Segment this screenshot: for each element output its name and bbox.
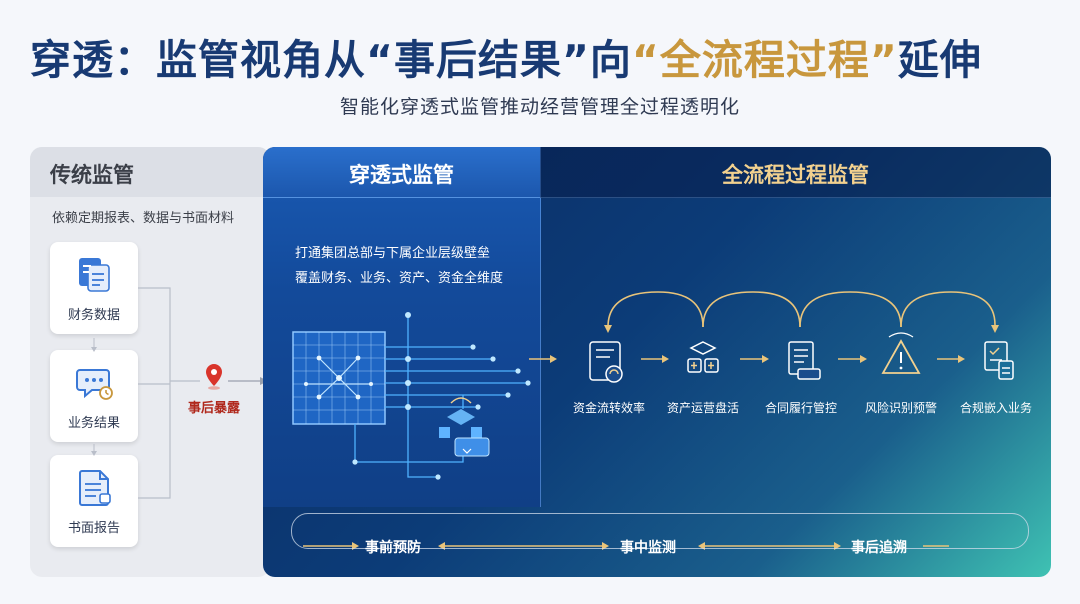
card-business-result: 业务结果 — [50, 350, 138, 442]
asset-cube-icon — [687, 341, 719, 373]
penetrating-desc-1: 打通集团总部与下属企业层级壁垒 — [295, 246, 491, 261]
penetrating-desc-2: 覆盖财务、业务、资产、资金全维度 — [295, 271, 504, 286]
timeline-stage-during: 事中监测 — [620, 540, 676, 556]
process-loop-arcs — [607, 291, 996, 328]
traditional-panel: 传统监管 依赖定期报表、数据与书面材料 财务数据 业务结果 — [30, 147, 270, 577]
report-doc-icon — [79, 470, 111, 506]
warning-icon — [881, 332, 921, 374]
contract-icon — [788, 341, 821, 380]
title-part1: 穿透：监管视角从“事后结果”向 — [30, 36, 632, 84]
location-pin-icon — [206, 364, 222, 390]
title-part3: 延伸 — [897, 36, 982, 84]
timeline-bar — [291, 513, 1029, 549]
full-process-header: 全流程过程监管 — [540, 147, 1051, 198]
timeline-stage-before: 事前预防 — [365, 540, 421, 556]
compliance-icon — [984, 341, 1014, 380]
card-financial-data-label: 财务数据 — [67, 308, 120, 323]
timeline-stage-after: 事后追溯 — [851, 540, 907, 556]
step-label-compliance: 合规嵌入业务 — [959, 401, 1032, 415]
connector-bracket — [138, 287, 171, 499]
card-business-result-label: 业务结果 — [67, 416, 120, 431]
penetrating-section: 穿透式监管 打通集团总部与下属企业层级壁垒 覆盖财务、业务、资产、资金全维度 — [263, 147, 541, 507]
card-link-2-arrow — [91, 451, 97, 456]
penetrating-title: 穿透式监管 — [349, 163, 454, 187]
step-label-fund-flow: 资金流转效率 — [572, 401, 645, 415]
page-subtitle: 智能化穿透式监管推动经营管理全过程透明化 — [339, 96, 740, 118]
network-grid-illustration — [292, 312, 531, 480]
full-process-title: 全流程过程监管 — [722, 163, 869, 187]
process-step-arrowheads — [550, 355, 965, 363]
step-label-risk: 风险识别预警 — [864, 401, 937, 415]
traditional-title: 传统监管 — [50, 163, 134, 187]
traditional-header — [30, 147, 270, 197]
main-panel: 穿透式监管 打通集团总部与下属企业层级壁垒 覆盖财务、业务、资产、资金全维度 — [263, 147, 1051, 577]
card-written-report: 书面报告 — [50, 455, 138, 547]
title-highlight: “全流程过程” — [631, 36, 898, 84]
card-written-report-label: 书面报告 — [67, 521, 120, 536]
financial-doc-icon — [79, 258, 110, 292]
traditional-description: 依赖定期报表、数据与书面材料 — [52, 211, 235, 226]
step-label-asset: 资产运营盘活 — [666, 401, 739, 415]
fund-flow-icon — [589, 341, 623, 383]
process-loop-arrowheads — [604, 325, 999, 333]
card-financial-data: 财务数据 — [50, 242, 138, 334]
chat-bubble-icon — [76, 369, 113, 400]
hierarchy-diagram — [439, 397, 490, 457]
card-link-1-arrow — [91, 347, 97, 352]
exposure-label: 事后暴露 — [188, 401, 241, 416]
step-label-contract: 合同履行管控 — [764, 401, 837, 415]
circuit-nodes — [352, 312, 531, 480]
penetrating-header — [263, 147, 540, 198]
page-title: 穿透：监管视角从“事后结果”向“全流程过程”延伸 — [30, 26, 1070, 86]
grid-nodes — [304, 355, 373, 400]
